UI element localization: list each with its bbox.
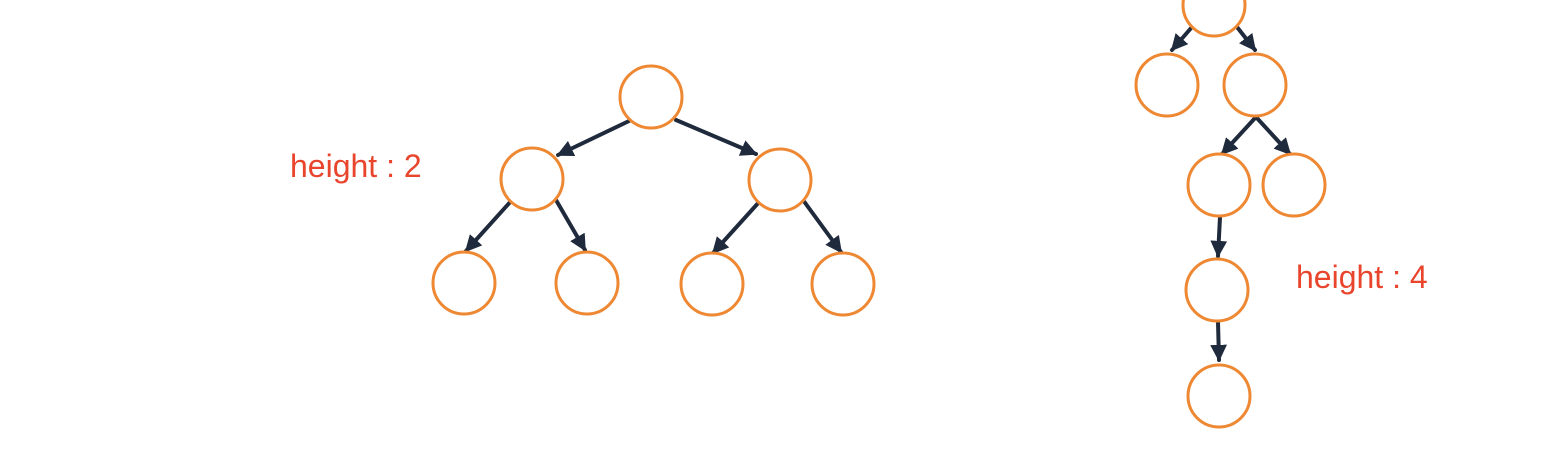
node-level1-left xyxy=(1134,52,1200,118)
node-leaf-1 xyxy=(431,250,497,316)
tree-edges xyxy=(464,25,1292,362)
node-root xyxy=(618,64,684,130)
node-top xyxy=(1181,0,1247,38)
edge-root-to-right xyxy=(674,118,758,156)
node-leaf-2 xyxy=(554,250,620,316)
tree-nodes xyxy=(431,0,1327,429)
node-level2-right xyxy=(1261,152,1327,218)
edge-chain-2 xyxy=(1210,320,1227,362)
edge-right-to-child-left xyxy=(1220,115,1258,156)
node-level4 xyxy=(1186,363,1252,429)
node-level2-left xyxy=(1186,152,1252,218)
edge-top-to-right xyxy=(1235,25,1257,52)
node-right xyxy=(747,147,813,213)
height-label-skewed: height : 4 xyxy=(1296,259,1428,295)
height-label-balanced: height : 2 xyxy=(290,148,422,184)
edge-root-to-left xyxy=(556,119,631,157)
node-leaf-4 xyxy=(810,251,876,317)
edge-right-to-leaf-4 xyxy=(801,198,843,254)
node-level1-right xyxy=(1222,52,1288,118)
node-left xyxy=(499,146,565,212)
edge-right-to-child-right xyxy=(1254,115,1292,156)
edge-left-to-leaf-2 xyxy=(554,198,587,252)
node-leaf-3 xyxy=(679,251,745,317)
node-level3 xyxy=(1184,257,1250,323)
edge-right-to-leaf-3 xyxy=(711,199,762,255)
edge-top-to-left xyxy=(1170,25,1194,52)
edge-left-to-leaf-1 xyxy=(464,198,514,253)
edge-chain-1 xyxy=(1210,215,1228,258)
